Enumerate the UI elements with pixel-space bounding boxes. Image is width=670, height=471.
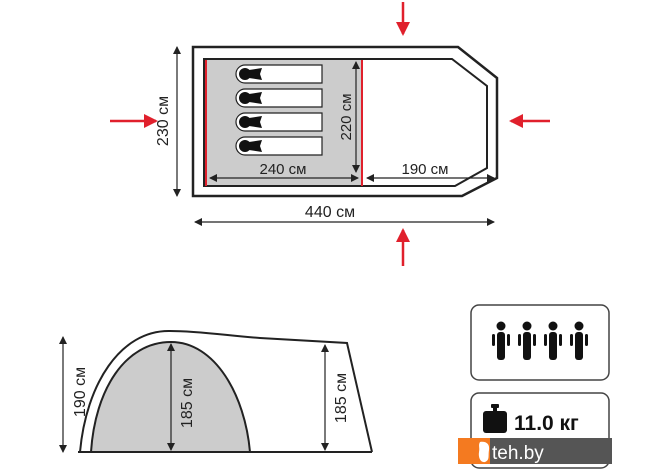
sleeping-bag (235, 112, 323, 132)
total-height-label: 190 см (72, 367, 89, 417)
person-head-icon (239, 140, 251, 152)
weight-label: 11.0 кг (514, 412, 579, 435)
persons-icon (492, 321, 588, 360)
watermark-text: teh.by (492, 443, 544, 464)
watermark: teh.by (458, 438, 612, 464)
side-view: 190 см 185 см 185 см (59, 329, 373, 453)
inner-width-label: 220 см (338, 93, 355, 140)
person-head-icon (239, 116, 251, 128)
sleeping-bag (235, 88, 323, 108)
capacity-box (470, 304, 610, 381)
vestibule-length-label: 190 см (401, 161, 448, 178)
width-label: 230 см (155, 96, 172, 146)
sleeping-bag (235, 64, 323, 84)
sleeping-bag (235, 136, 323, 156)
inner-height-label: 185 см (179, 378, 196, 428)
vestibule-height-label: 185 см (333, 373, 350, 423)
sleeping-bags (235, 64, 323, 156)
top-view: 220 см 240 см 190 см 440 см 230 см (110, 2, 550, 266)
inner-length-label: 240 см (259, 161, 306, 178)
person-head-icon (239, 92, 251, 104)
person-head-icon (239, 68, 251, 80)
total-length-label: 440 см (305, 204, 355, 221)
logo-icon (478, 441, 490, 463)
weight-icon (483, 404, 507, 433)
